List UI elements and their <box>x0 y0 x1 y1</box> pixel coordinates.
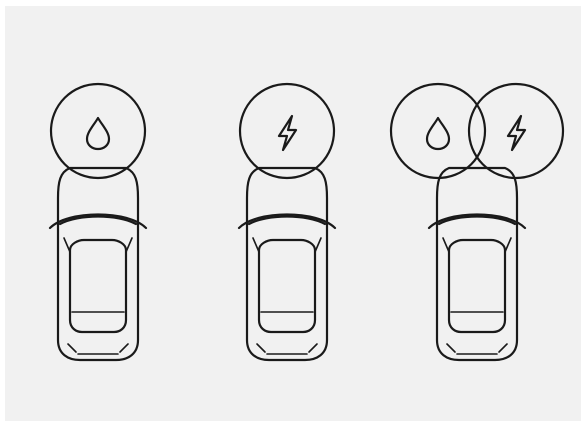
lightning-bolt-icon <box>508 116 525 150</box>
fuel-badge-circle <box>391 84 485 178</box>
fuel-vehicle <box>50 84 146 360</box>
car-outline-icon <box>50 168 146 360</box>
fuel-drop-icon <box>87 118 109 149</box>
car-outline-icon <box>429 168 525 360</box>
fuel-drop-icon <box>427 118 449 149</box>
lightning-bolt-icon <box>279 116 296 150</box>
electric-badge-circle <box>469 84 563 178</box>
fuel-badge-circle <box>51 84 145 178</box>
electric-vehicle <box>239 84 335 360</box>
hybrid-vehicle <box>391 84 563 360</box>
car-outline-icon <box>239 168 335 360</box>
electric-badge-circle <box>240 84 334 178</box>
